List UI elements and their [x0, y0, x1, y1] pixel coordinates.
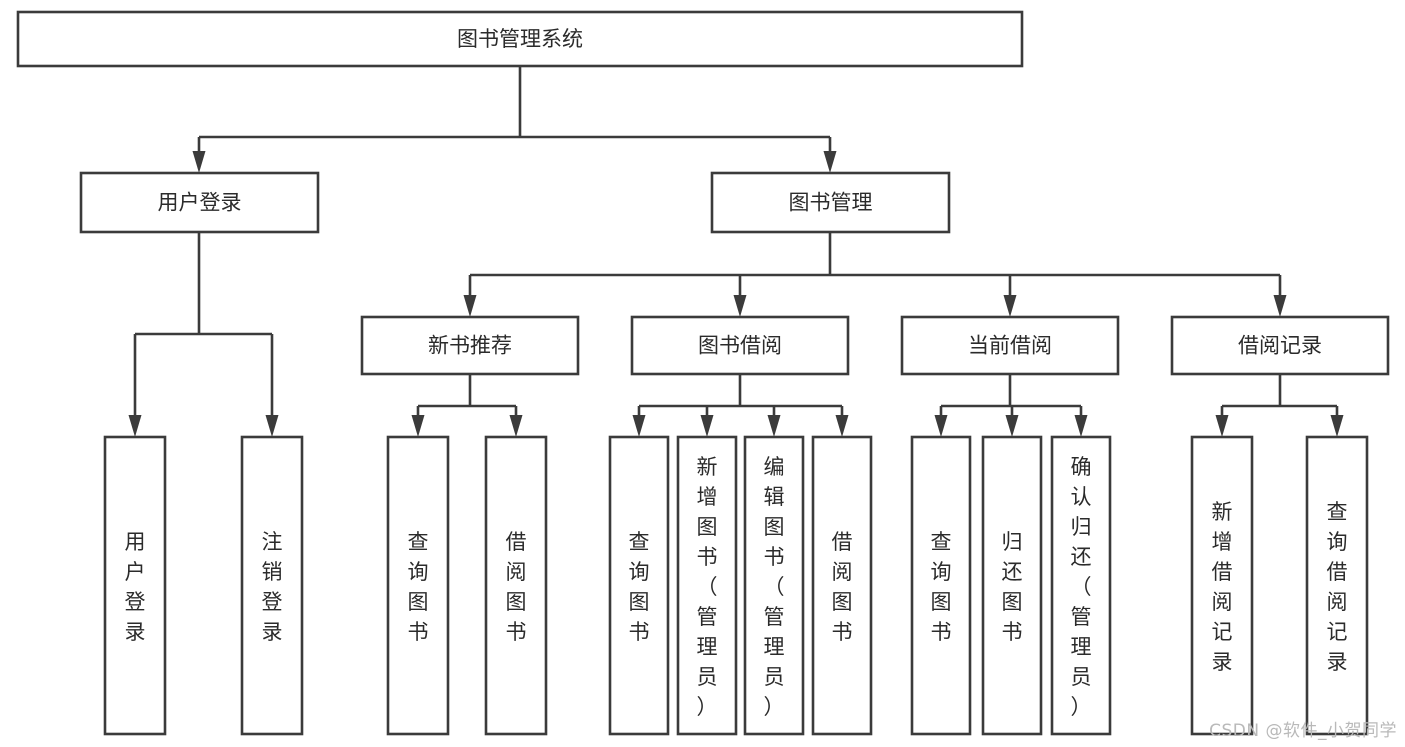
node-box-leaf-user-logout[interactable] — [240, 435, 304, 736]
node-box-leaf-query-borrow-record[interactable] — [1305, 435, 1369, 736]
connector-root-to-level2 — [192, 66, 837, 173]
connector-ul-to-leaves — [128, 232, 279, 437]
node-leaf-confirm-return-admin[interactable]: 确认归还（管理员） — [1050, 435, 1112, 736]
node-book-management[interactable]: 图书管理 — [710, 171, 951, 234]
node-leaf-return-book[interactable]: 归还图书 — [981, 435, 1043, 736]
node-leaf-user-logout[interactable]: 注销登录 — [240, 435, 304, 736]
connector-bb-to-leaves — [632, 374, 849, 437]
node-box-leaf-query-book-borrow[interactable] — [608, 435, 670, 736]
node-leaf-query-book-borrow[interactable]: 查询图书 — [608, 435, 670, 736]
node-leaf-user-login[interactable]: 用户登录 — [103, 435, 167, 736]
node-box-book-borrow[interactable] — [630, 315, 850, 376]
node-label-leaf-borrow-book-rec: 借阅图书 — [506, 530, 527, 644]
node-label-leaf-query-book-borrow: 查询图书 — [629, 530, 650, 644]
node-user-login[interactable]: 用户登录 — [79, 171, 320, 234]
node-label-book-borrow: 图书借阅 — [698, 334, 782, 358]
node-box-leaf-borrow-book-rec[interactable] — [484, 435, 548, 736]
node-leaf-query-borrow-record[interactable]: 查询借阅记录 — [1305, 435, 1369, 736]
node-leaf-borrow-book-rec[interactable]: 借阅图书 — [484, 435, 548, 736]
node-label-leaf-user-login: 用户登录 — [125, 530, 146, 644]
node-leaf-query-book-rec[interactable]: 查询图书 — [386, 435, 450, 736]
nodes-layer: 图书管理系统用户登录图书管理新书推荐图书借阅当前借阅借阅记录用户登录注销登录查询… — [16, 10, 1390, 736]
node-label-borrow-record: 借阅记录 — [1238, 334, 1322, 358]
node-label-new-book-recommend: 新书推荐 — [428, 334, 512, 358]
node-label-root: 图书管理系统 — [457, 27, 583, 51]
node-box-book-management[interactable] — [710, 171, 951, 234]
node-label-leaf-confirm-return-admin: 确认归还（管理员） — [1071, 455, 1092, 719]
node-box-root[interactable] — [16, 10, 1024, 68]
connector-rec-to-leaves — [411, 374, 523, 437]
node-label-leaf-add-book-admin: 新增图书（管理员） — [697, 455, 718, 719]
node-current-borrow[interactable]: 当前借阅 — [900, 315, 1120, 376]
node-label-book-management: 图书管理 — [789, 191, 873, 215]
node-leaf-add-book-admin[interactable]: 新增图书（管理员） — [676, 435, 738, 736]
node-label-leaf-user-logout: 注销登录 — [262, 530, 283, 644]
node-new-book-recommend[interactable]: 新书推荐 — [360, 315, 580, 376]
node-box-leaf-add-book-admin[interactable] — [676, 435, 738, 736]
node-leaf-edit-book-admin[interactable]: 编辑图书（管理员） — [743, 435, 805, 736]
node-label-leaf-query-book-rec: 查询图书 — [408, 530, 429, 644]
node-box-leaf-query-book-rec[interactable] — [386, 435, 450, 736]
node-leaf-borrow-book[interactable]: 借阅图书 — [811, 435, 873, 736]
connectors-layer — [128, 66, 1344, 437]
connector-bm-to-level3 — [463, 232, 1287, 317]
node-label-leaf-return-book: 归还图书 — [1002, 530, 1023, 644]
node-label-leaf-query-book-current: 查询图书 — [931, 530, 952, 644]
watermark-label: CSDN @软件_小贺同学 — [1209, 721, 1397, 741]
node-leaf-add-borrow-record[interactable]: 新增借阅记录 — [1190, 435, 1254, 736]
node-box-current-borrow[interactable] — [900, 315, 1120, 376]
node-box-borrow-record[interactable] — [1170, 315, 1390, 376]
node-label-leaf-borrow-book: 借阅图书 — [832, 530, 853, 644]
node-label-user-login: 用户登录 — [158, 191, 242, 215]
connector-cb-to-leaves — [934, 374, 1088, 437]
node-box-leaf-confirm-return-admin[interactable] — [1050, 435, 1112, 736]
node-box-leaf-user-login[interactable] — [103, 435, 167, 736]
node-box-new-book-recommend[interactable] — [360, 315, 580, 376]
node-book-borrow[interactable]: 图书借阅 — [630, 315, 850, 376]
node-root[interactable]: 图书管理系统 — [16, 10, 1024, 68]
node-box-user-login[interactable] — [79, 171, 320, 234]
node-label-leaf-add-borrow-record: 新增借阅记录 — [1212, 500, 1233, 674]
node-box-leaf-edit-book-admin[interactable] — [743, 435, 805, 736]
node-borrow-record[interactable]: 借阅记录 — [1170, 315, 1390, 376]
node-label-current-borrow: 当前借阅 — [968, 334, 1052, 358]
node-leaf-query-book-current[interactable]: 查询图书 — [910, 435, 972, 736]
node-label-leaf-edit-book-admin: 编辑图书（管理员） — [764, 455, 785, 719]
connector-br-to-leaves — [1215, 374, 1344, 437]
node-box-leaf-borrow-book[interactable] — [811, 435, 873, 736]
node-box-leaf-query-book-current[interactable] — [910, 435, 972, 736]
node-box-leaf-return-book[interactable] — [981, 435, 1043, 736]
node-box-leaf-add-borrow-record[interactable] — [1190, 435, 1254, 736]
node-label-leaf-query-borrow-record: 查询借阅记录 — [1327, 500, 1348, 674]
